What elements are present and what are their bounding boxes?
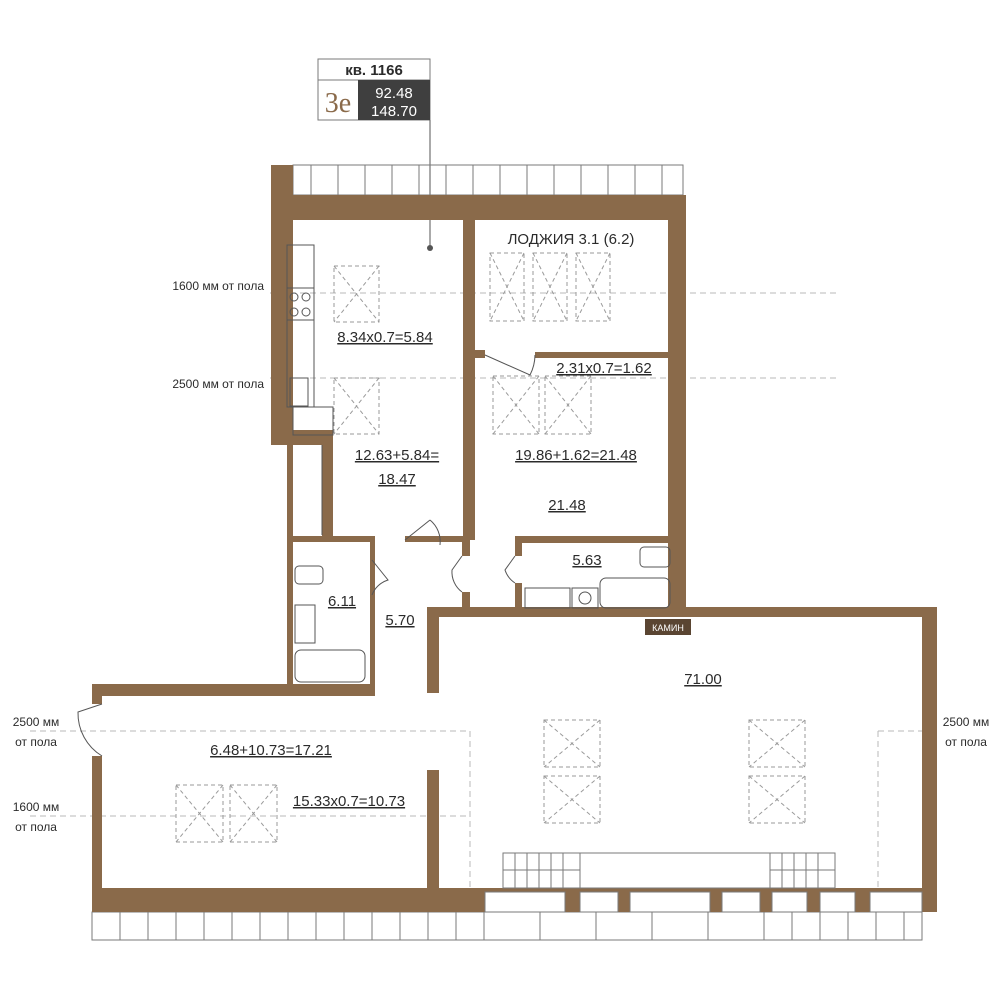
fireplace-label: КАМИН: [652, 623, 684, 633]
room-labels: ЛОДЖИЯ 3.1 (6.2) 8.34х0.7=5.84 12.63+5.8…: [210, 231, 722, 810]
living-area-label: 71.00: [684, 671, 722, 688]
height-2500-top: 2500 мм от пола: [172, 377, 264, 391]
bottom-openings: [484, 891, 923, 913]
upper-window-strip: [292, 164, 684, 196]
fireplace: КАМИН: [645, 619, 691, 635]
skylight: [532, 252, 568, 322]
bath-fixtures: [294, 546, 671, 683]
skylight: [544, 375, 592, 435]
bedroom-total-label: 21.48: [548, 497, 586, 514]
bedroom-extra-label: 2.31х0.7=1.62: [556, 360, 652, 377]
kitchen-sum-label: 12.63+5.84=: [355, 447, 439, 464]
skylight: [748, 775, 806, 824]
doors: [77, 354, 536, 757]
bath1-area-label: 5.63: [572, 552, 601, 569]
skylight: [748, 719, 806, 768]
bath2-area-label: 6.11: [328, 593, 356, 610]
bedroom-sum-label: 19.86+1.62=21.48: [515, 447, 637, 464]
skylight: [489, 252, 525, 322]
height-2500-right-1: 2500 мм: [943, 715, 990, 729]
skylight: [543, 719, 601, 768]
skylight: [175, 784, 224, 843]
height-2500-right-2: от пола: [945, 735, 987, 749]
height-1600-left-1: 1600 мм: [13, 800, 60, 814]
kitchen-calc-label: 8.34х0.7=5.84: [337, 329, 433, 346]
height-1600-left-2: от пола: [15, 820, 57, 834]
height-1600-top: 1600 мм от пола: [172, 279, 264, 293]
skylight: [333, 265, 380, 323]
skylight: [333, 377, 380, 435]
stairs: [502, 852, 836, 889]
skylight: [492, 375, 540, 435]
apartment-badge: кв. 1166 3е 92.48 148.70: [317, 58, 433, 251]
skylight: [229, 784, 278, 843]
height-2500-left-2: от пола: [15, 735, 57, 749]
height-2500-left-1: 2500 мм: [13, 715, 60, 729]
skylight: [575, 252, 611, 322]
height-lines: [30, 292, 925, 888]
area-total: 148.70: [371, 103, 417, 120]
height-marks: 1600 мм от пола 2500 мм от пола 2500 мм …: [13, 279, 990, 834]
loggia-label: ЛОДЖИЯ 3.1 (6.2): [508, 231, 635, 248]
lower-window-strip: [91, 911, 923, 941]
west-calc-label: 15.33х0.7=10.73: [293, 793, 405, 810]
skylight: [543, 775, 601, 824]
hall-area-label: 5.70: [385, 612, 414, 629]
walls: [92, 165, 937, 912]
rooms-code: 3е: [325, 88, 351, 119]
area-living: 92.48: [375, 85, 413, 102]
skylights: [175, 252, 806, 843]
kitchen-fixtures: [286, 244, 334, 436]
kitchen-total-label: 18.47: [378, 471, 416, 488]
apartment-number: кв. 1166: [345, 62, 403, 79]
west-sum-label: 6.48+10.73=17.21: [210, 742, 332, 759]
